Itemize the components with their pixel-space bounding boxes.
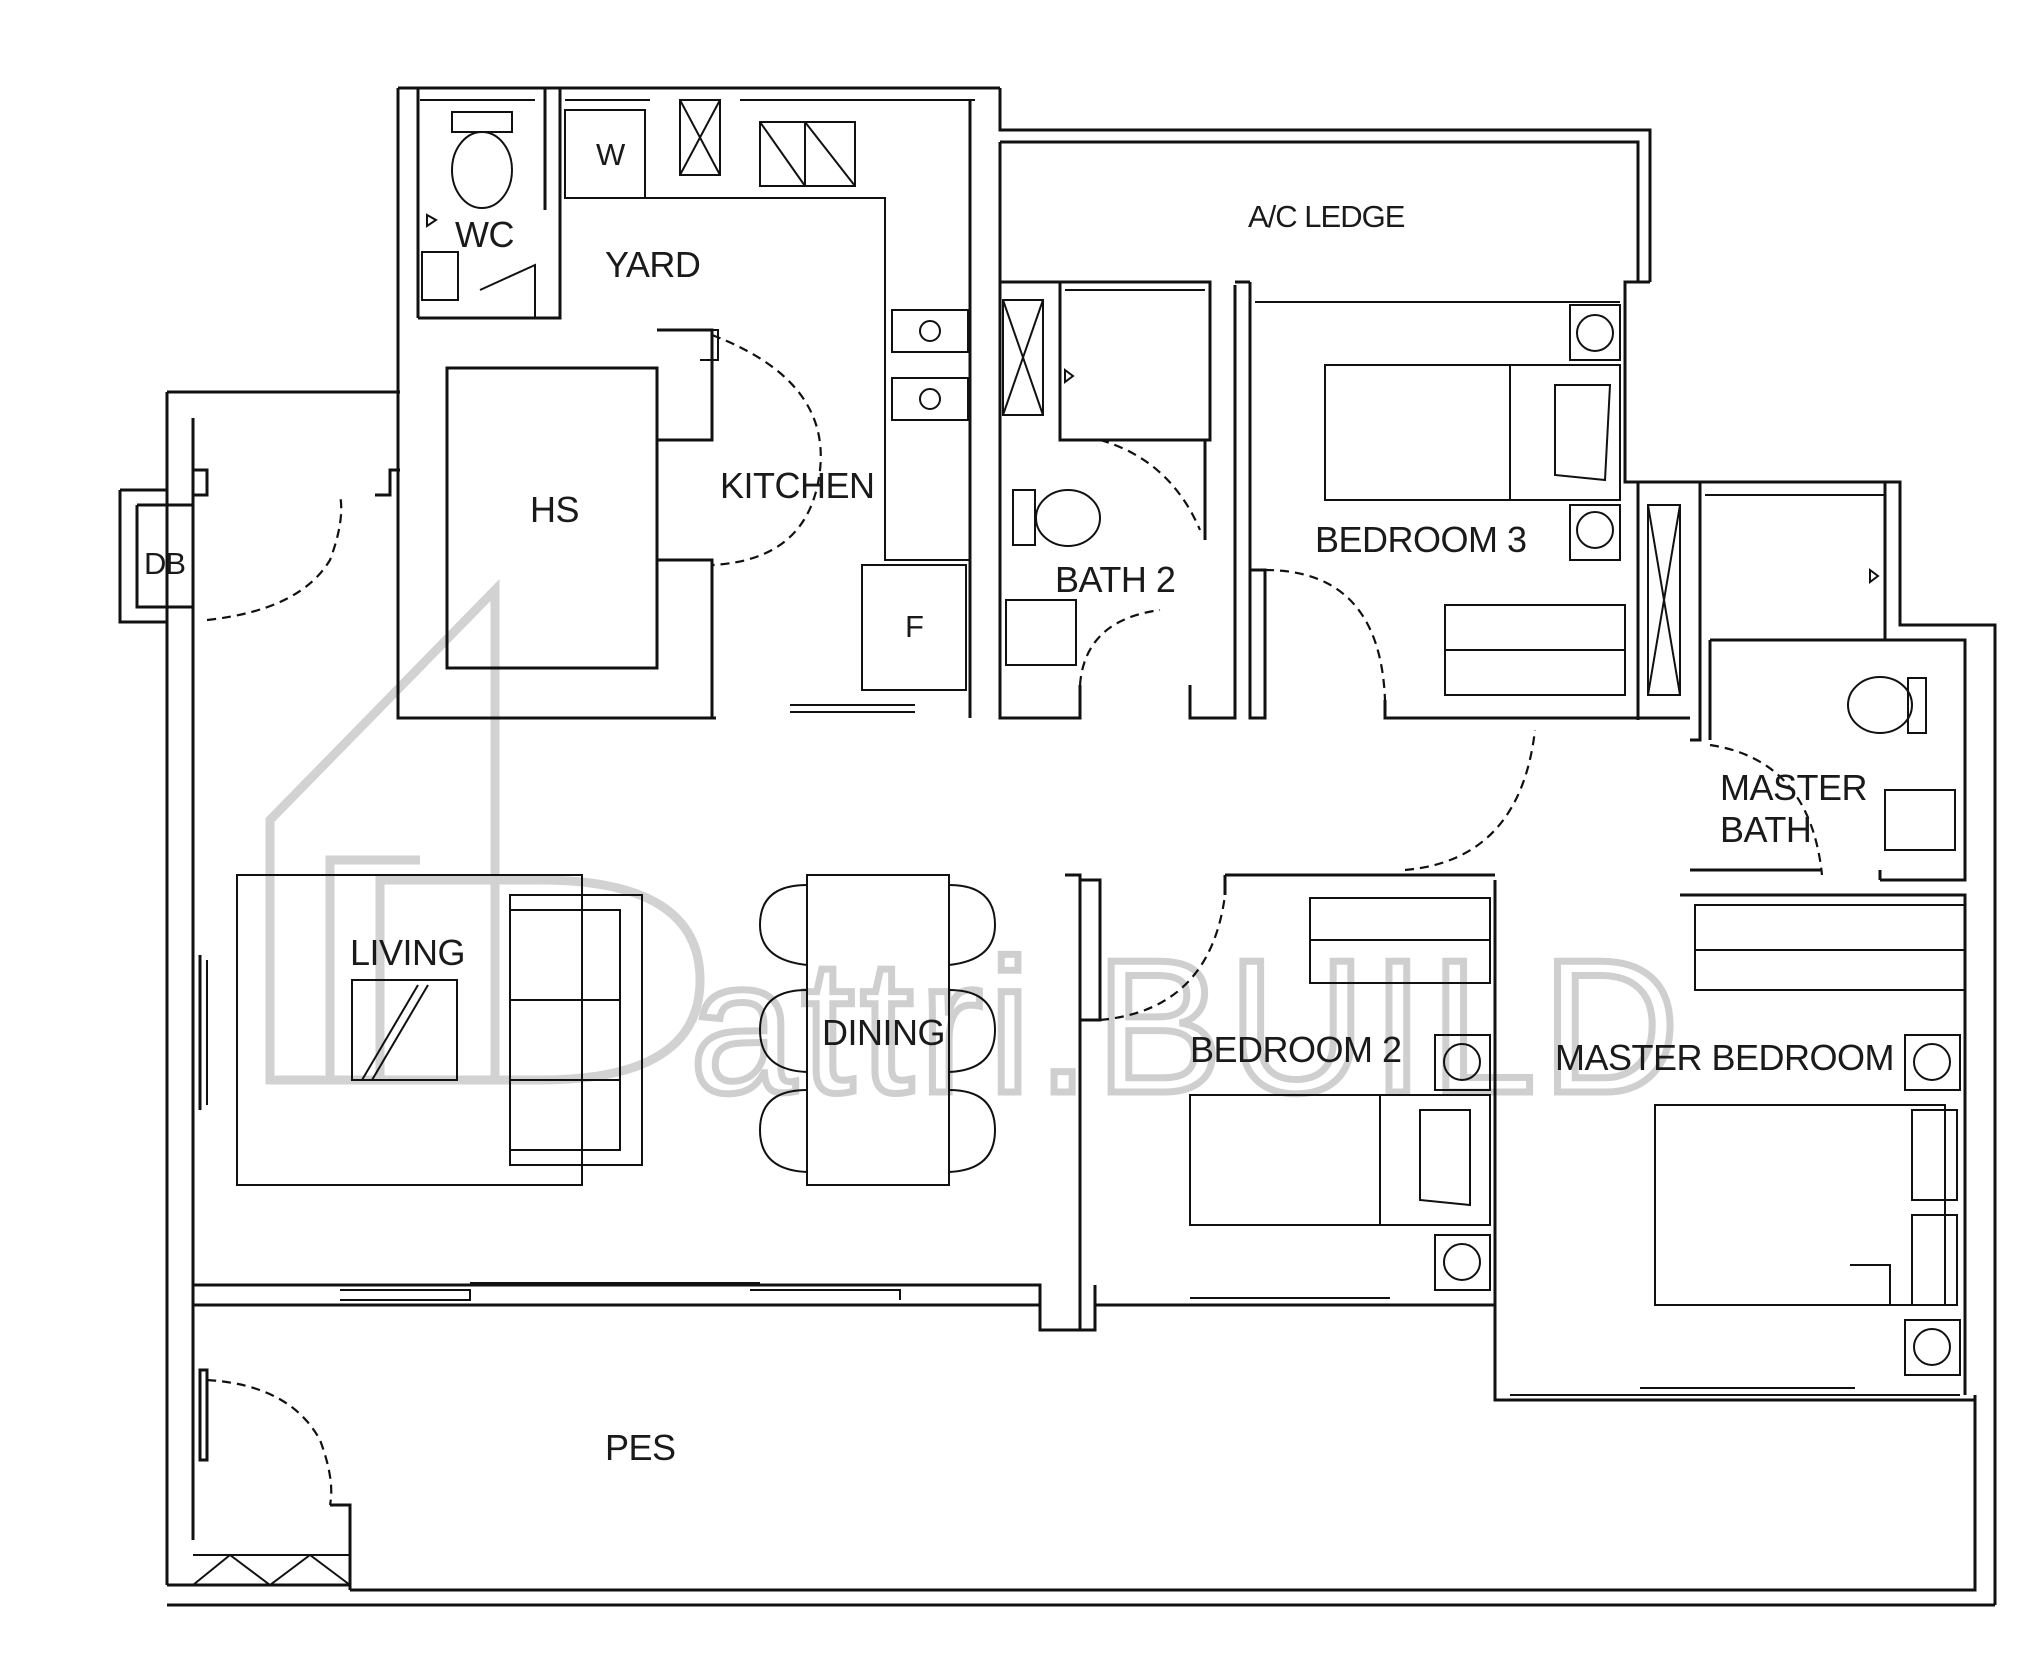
w-cabinet — [564, 99, 970, 561]
bedroom2 — [1065, 729, 1537, 1332]
label-dining: DINING — [822, 1012, 945, 1053]
label-bath2: BATH 2 — [1055, 559, 1175, 600]
label-bedroom3: BEDROOM 3 — [1315, 519, 1527, 560]
watermark-text: attri.BUILD — [690, 921, 1685, 1133]
dining-furniture — [758, 874, 997, 1186]
label-hs: HS — [530, 489, 579, 530]
label-w: W — [596, 137, 626, 172]
label-kitchen: KITCHEN — [720, 465, 875, 506]
kitchen-counter — [759, 100, 972, 718]
bedroom3 — [1235, 280, 1690, 720]
label-f: F — [905, 609, 923, 644]
bath2 — [998, 280, 1237, 720]
master-bedroom — [1493, 880, 1975, 1402]
watermark-logo — [265, 578, 705, 1085]
master-bath — [1647, 482, 1967, 882]
wc-area — [418, 88, 562, 320]
hs-room — [445, 328, 822, 718]
label-yard: YARD — [605, 244, 700, 285]
label-db: DB — [144, 546, 185, 581]
label-wc: WC — [455, 214, 514, 255]
living-balcony-wall — [193, 955, 1097, 1332]
pes-door — [206, 1378, 333, 1506]
label-master-bedroom: MASTER BEDROOM — [1555, 1037, 1894, 1078]
outer-walls — [118, 86, 1997, 1607]
label-living: LIVING — [350, 932, 465, 973]
label-master-bath-line1: MASTER — [1720, 767, 1867, 808]
label-master-bath-line2: BATH — [1720, 809, 1811, 850]
label-ac-ledge: A/C LEDGE — [1248, 199, 1405, 234]
label-bedroom2: BEDROOM 2 — [1190, 1029, 1402, 1070]
label-pes: PES — [605, 1427, 676, 1468]
entry-door — [206, 494, 343, 622]
living-furniture — [236, 874, 643, 1186]
